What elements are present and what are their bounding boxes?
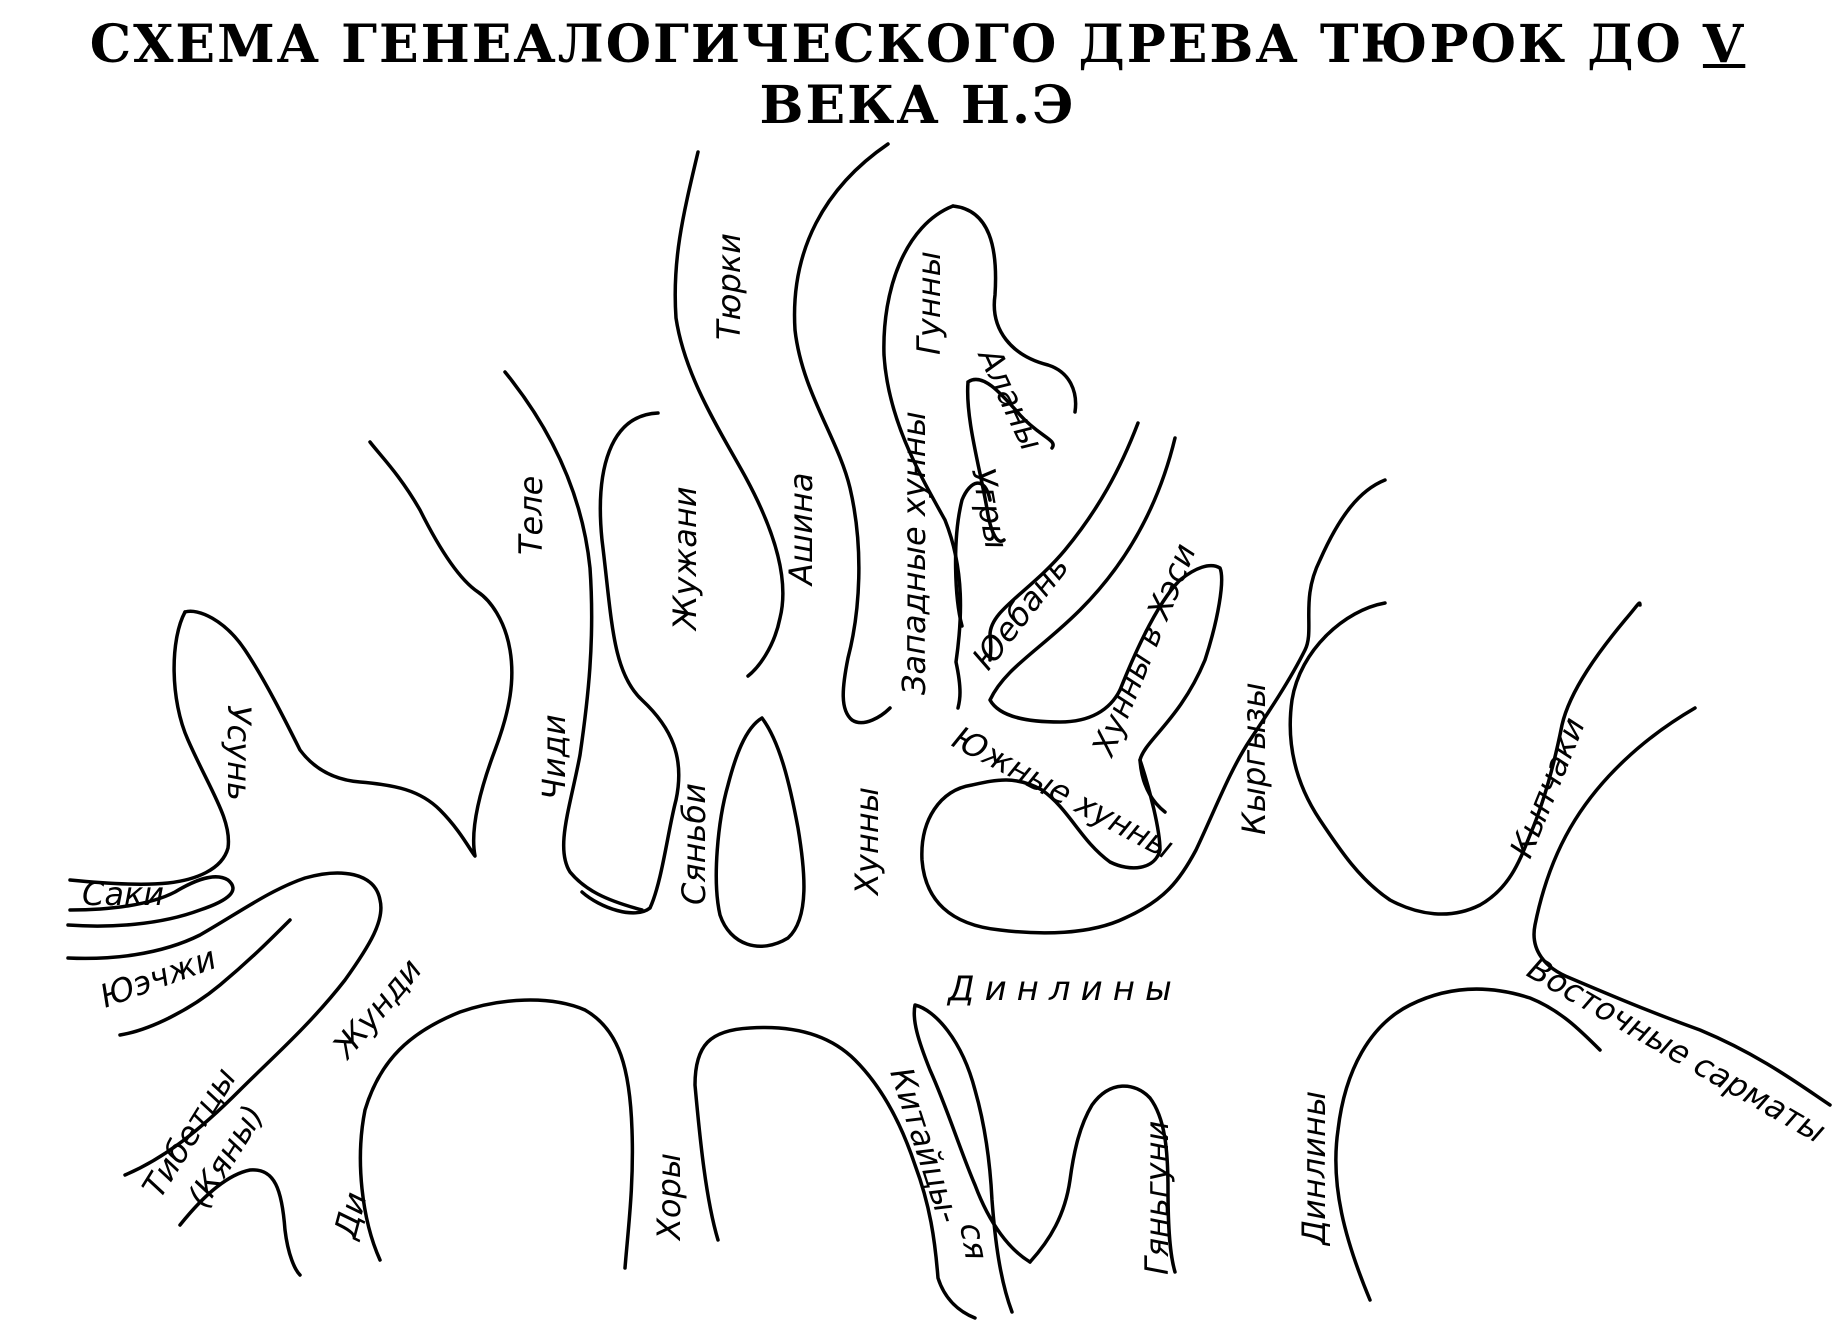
branch-yuebani-lower [988,436,1177,724]
title-text-end: ВЕКА Н.Э [759,75,1076,136]
branch-tyurki-right [792,142,892,725]
branch-syanbi [714,716,806,948]
label-yuzhnye-hunny: Южные хунны [946,719,1180,867]
branch-dinliny-lower [1334,987,1602,1302]
label-hunny: Хунны [848,787,886,897]
branch-saki [66,875,235,928]
branch-zhuzhani [580,411,681,915]
branch-gyanguni [912,1003,1032,1314]
label-vostochnye-sarmaty: Восточные сарматы [1521,949,1832,1151]
branch-usun-left [68,610,231,886]
label-gyanguni: Гяньгуни [1138,1121,1176,1275]
label-ashina: Ашина [782,473,820,588]
label-tele: Теле [512,476,550,555]
label-tyurki: Тюрки [710,233,748,340]
branch-hory [358,998,635,1270]
branch-gunny [882,204,963,710]
label-saki: Саки [82,875,164,913]
label-kitaitsy-2: ся [952,1220,996,1263]
label-kitaitsy-1: Китайцы- [882,1063,968,1228]
branch-gunny-right [951,204,1078,414]
label-zapadnye-hunny: Западные хунны [895,411,933,695]
label-gunny: Гунны [910,251,948,355]
label-kyrgyzy: Кыргызы [1235,682,1273,835]
branch-kitaitsy [693,1025,977,1320]
diagram-title: СХЕМА ГЕНЕАЛОГИЧЕСКОГО ДРЕВА ТЮРОК ДО V … [0,14,1835,136]
branch-yuechzhi [66,871,383,1177]
branch-tele [503,370,644,912]
label-hunny-v-hesi: Хунны в Хэси [1083,538,1203,763]
label-usun: Усунь [220,705,258,801]
branch-zhundi [118,918,292,1037]
label-alany: Аланы [970,341,1051,457]
label-ugry: Угры [964,465,1016,552]
branch-usun [183,440,514,858]
label-di: Ди [326,1188,375,1244]
branch-yuzhnye-hunny [920,478,1387,935]
title-text: СХЕМА ГЕНЕАЛОГИЧЕСКОГО ДРЕВА ТЮРОК ДО [89,14,1683,75]
title-century-numeral: V [1702,14,1746,75]
branch-di [178,1168,302,1277]
label-dinliny-main: Динлины [946,969,1182,1009]
branch-ugry [965,377,1055,543]
label-zhuzhani: Жужани [666,486,704,632]
label-zhundi: Жунди [324,951,430,1067]
label-syanbi: Сяньби [675,783,713,905]
branch-kyrgyzy [1288,601,1642,916]
branch-kypchaki [1532,706,1832,1107]
branch-gyanguni-right [1028,1084,1177,1274]
branch-yuebani [953,421,1140,662]
label-chidi: Чиди [535,714,573,800]
label-hory: Хоры [650,1153,688,1242]
branch-tyurki-left [673,150,785,678]
label-yuebani: Юебань [964,548,1076,676]
label-dinliny-lower: Динлины [1295,1091,1333,1247]
label-kypchaki: Кыпчаки [1502,712,1593,863]
